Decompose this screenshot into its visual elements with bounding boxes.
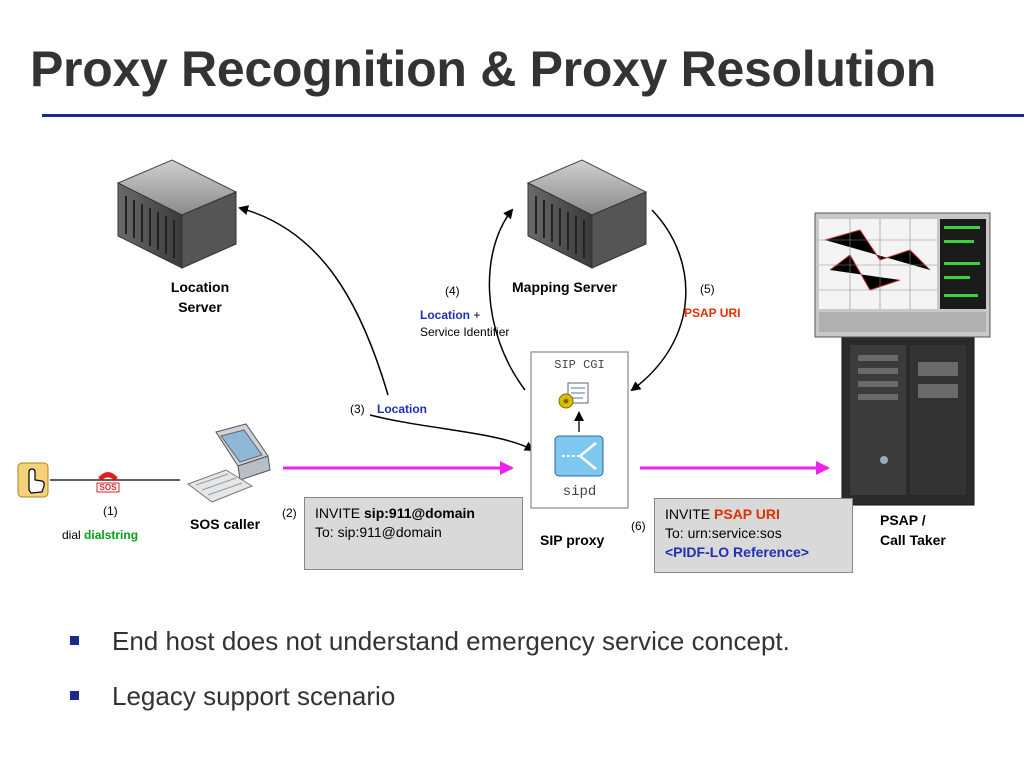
psap-label: PSAP / Call Taker — [880, 510, 946, 550]
step-4: (4) — [445, 284, 460, 298]
dial-dialstring: dial dialstring — [62, 527, 138, 544]
sos-badge-text: SOS — [99, 483, 117, 492]
step-4-location: Location — [420, 308, 470, 322]
bullet-marker — [70, 636, 79, 645]
sip-cgi-label: SIP CGI — [554, 358, 605, 372]
location-server-label-line1: Location — [170, 279, 230, 295]
psap-label-line1: PSAP / — [880, 512, 926, 528]
location-server-label-line2: Server — [178, 299, 222, 315]
arrow-to-mapping-server — [488, 208, 526, 391]
arrow-location-to-proxy — [369, 414, 535, 451]
step-3-location: Location — [377, 402, 427, 416]
step-4-service-identifier: Service Identifier — [420, 325, 510, 339]
arrow-to-location-server — [238, 205, 389, 396]
hand-cursor-icon — [17, 462, 49, 498]
step-1: (1) — [103, 504, 118, 518]
dialstring-text: dialstring — [84, 528, 139, 542]
location-server-icon — [116, 159, 238, 269]
step-4-plus: + — [473, 308, 481, 322]
sos-caller-label: SOS caller — [190, 516, 261, 532]
sip-proxy-label: SIP proxy — [540, 532, 605, 548]
title-rule — [42, 114, 1024, 117]
invite2-prefix: INVITE — [665, 506, 711, 522]
bullet-item: End host does not understand emergency s… — [70, 622, 790, 677]
bullet-marker — [70, 691, 79, 700]
bullet-list: End host does not understand emergency s… — [70, 622, 790, 732]
step-3: (3) — [350, 402, 365, 416]
page-title: Proxy Recognition & Proxy Resolution — [30, 41, 936, 97]
mapping-server-label: Mapping Server — [512, 279, 618, 295]
invite2-target: PSAP URI — [714, 506, 780, 522]
invite-message-2: INVITE PSAP URI To: urn:service:sos <PID… — [654, 498, 853, 573]
sos-phone-icon — [96, 472, 120, 493]
arrow-psap-uri-to-proxy — [630, 209, 687, 392]
invite2-to: To: urn:service:sos — [665, 525, 782, 541]
psap-workstation-icon — [814, 212, 991, 506]
bullet-text: Legacy support scenario — [112, 681, 396, 711]
invite-message-1: INVITE sip:911@domain To: sip:911@domain — [304, 497, 523, 570]
cgi-script-icon — [558, 382, 589, 409]
step-5-psap-uri: PSAP URI — [684, 306, 741, 320]
step-4-label: Location + Service Identifier — [420, 307, 509, 341]
invite1-target: sip:911@domain — [364, 505, 475, 521]
sipd-label: sipd — [562, 484, 597, 500]
dial-text: dial — [62, 528, 81, 542]
invite1-to: To: sip:911@domain — [315, 524, 442, 540]
bullet-item: Legacy support scenario — [70, 677, 790, 732]
step-2: (2) — [282, 506, 297, 520]
step-6: (6) — [631, 519, 646, 533]
invite2-reference: <PIDF-LO Reference> — [665, 544, 809, 560]
computer-icon — [186, 423, 271, 503]
psap-label-line2: Call Taker — [880, 532, 946, 548]
bullet-text: End host does not understand emergency s… — [112, 626, 790, 656]
mapping-server-icon — [526, 159, 648, 269]
location-server-label: Location Server — [150, 277, 250, 317]
step-5: (5) — [700, 282, 715, 296]
router-icon — [554, 435, 604, 477]
invite1-prefix: INVITE — [315, 505, 361, 521]
